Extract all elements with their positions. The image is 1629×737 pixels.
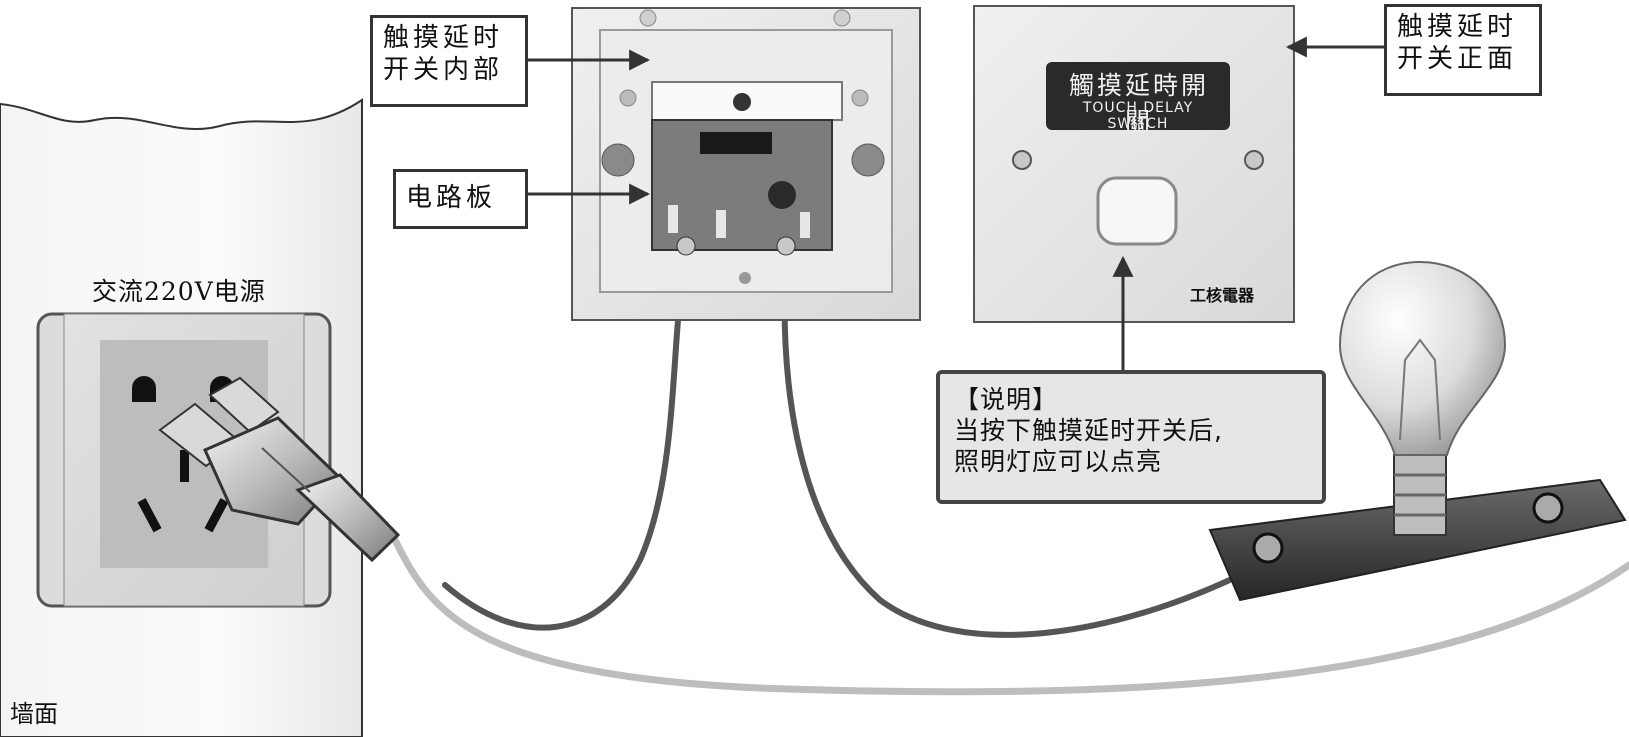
label-circuit-board-text: 电路板 <box>406 183 497 213</box>
label-power-source: 交流220V电源 <box>92 277 266 306</box>
label-switch-inside-line2: 开关内部 <box>383 55 504 85</box>
label-switch-inside: 触摸延时 开关内部 <box>370 15 528 107</box>
plug <box>158 376 401 563</box>
switch-name-en: TOUCH DELAY SWITCH <box>1082 100 1194 132</box>
dark-wire-b <box>781 257 1273 638</box>
label-switch-front: 触摸延时 开关正面 <box>1384 4 1542 96</box>
switch-front <box>973 5 1295 323</box>
note-title: 【说明】 <box>954 385 1059 414</box>
note-line-1: 当按下触摸延时开关后, <box>954 416 1223 445</box>
label-circuit-board: 电路板 <box>393 169 528 229</box>
circuit-board <box>651 93 833 256</box>
wires <box>391 257 1629 696</box>
label-switch-front-line1: 触摸延时 <box>1397 12 1518 42</box>
label-switch-inside-line1: 触摸延时 <box>383 23 504 53</box>
label-wall: 墙面 <box>10 700 58 728</box>
label-switch-front-line2: 开关正面 <box>1397 44 1518 74</box>
pointer-arrows <box>528 36 1384 370</box>
switch-inside <box>571 7 921 321</box>
dark-wire-a <box>442 257 689 631</box>
note-box: 【说明】 当按下触摸延时开关后, 照明灯应可以点亮 <box>936 370 1326 504</box>
switch-name-cn: 觸摸延時開關 <box>1068 71 1209 136</box>
switch-brand: 工核電器 <box>1190 286 1255 305</box>
lamp <box>1208 260 1627 602</box>
light-wire <box>391 536 1629 696</box>
touch-pad <box>1096 176 1178 246</box>
note-line-2: 照明灯应可以点亮 <box>954 447 1163 476</box>
